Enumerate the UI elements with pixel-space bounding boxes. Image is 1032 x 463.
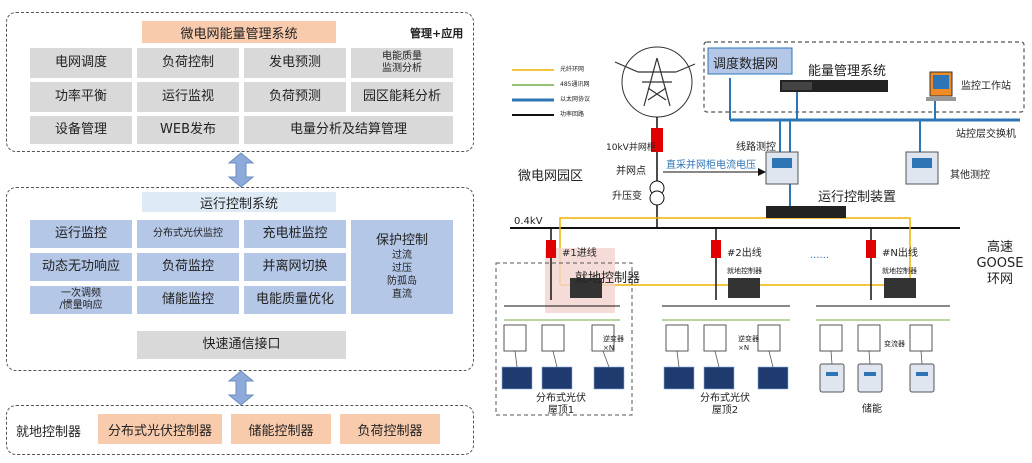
run-control-label: 运行控制装置 — [818, 190, 897, 205]
local-controller-icon — [728, 278, 760, 298]
inverter-label: 逆变器 ×N — [603, 335, 624, 352]
ellipsis-label: ...... — [810, 250, 830, 261]
transmission-tower-icon — [614, 57, 696, 107]
other-measure-icon — [905, 151, 939, 185]
ctrl-cell: 运行监控 — [30, 220, 132, 248]
workstation-label: 监控工作站 — [961, 81, 1011, 92]
park-label: 微电网园区 — [518, 169, 584, 184]
ems-label: 能量管理系统 — [808, 64, 887, 79]
line-measure-label: 线路测控 — [736, 142, 776, 153]
local-layer-frame — [6, 405, 474, 455]
mgmt-cell: 负荷预测 — [244, 82, 346, 112]
local-controller-label: 就地控制器 — [575, 271, 641, 286]
mgmt-cell: 发电预测 — [244, 48, 346, 78]
protection-item: 防孤岛 — [387, 276, 417, 287]
management-layer-frame — [6, 12, 474, 152]
pv-roof-2-label: 分布式光伏 屋顶2 — [700, 393, 750, 416]
protection-control-box: 保护控制 过流 过压 防孤岛 直流 — [351, 220, 453, 314]
double-arrow-icon — [227, 370, 255, 406]
feeder-2 — [711, 228, 760, 300]
converter-label: 变流器 — [884, 340, 905, 348]
double-arrow-icon — [227, 152, 255, 188]
pv-roof-1-label: 分布式光伏 屋顶1 — [536, 393, 586, 416]
local-controller-icon — [570, 278, 602, 298]
protection-title: 保护控制 — [375, 233, 428, 248]
grid-breaker — [651, 128, 663, 152]
solar-panel-icon — [501, 366, 789, 390]
control-system-title: 运行控制系统 — [142, 192, 336, 212]
ctrl-cell: 电能质量优化 — [244, 286, 346, 314]
battery-cabinet-icon — [819, 363, 935, 393]
goose-ring-label: 高速GOOSE 环网 — [976, 240, 1024, 287]
run-control-device-icon — [766, 206, 846, 218]
legend-label: 功率回路 — [560, 111, 585, 118]
mgmt-cell: WEB发布 — [137, 116, 239, 144]
local-controller-icon — [884, 278, 916, 298]
other-measure-label: 其他测控 — [950, 170, 990, 181]
grid-breaker-label: 10kV并网柜 — [606, 143, 656, 153]
dispatch-network-label: 调度数据网 — [713, 57, 779, 72]
local-controller-item: 分布式光伏控制器 — [98, 414, 222, 444]
local-controller-small-label: 就地控制器 — [727, 267, 762, 275]
transformer-label: 升压变 — [612, 191, 642, 202]
local-controller-item: 储能控制器 — [231, 414, 331, 444]
ems-title: 微电网能量管理系统 — [142, 21, 336, 43]
mgmt-cell: 运行监视 — [137, 82, 239, 112]
local-controller-item: 负荷控制器 — [340, 414, 440, 444]
protection-item: 过压 — [392, 263, 412, 274]
mgmt-cell: 功率平衡 — [30, 82, 132, 112]
feeder-label: #2出线 — [727, 248, 762, 259]
switch-label: 站控层交换机 — [956, 129, 1016, 140]
local-controller-small-label: 就地控制器 — [882, 267, 917, 275]
inverter-label: 逆变器 ×N — [738, 335, 759, 352]
storage-label: 储能 — [862, 404, 882, 415]
legend-label: 以太网协议 — [560, 96, 591, 103]
protection-item: 过流 — [392, 250, 412, 261]
ctrl-cell: 负荷监控 — [137, 253, 239, 281]
ctrl-cell: 储能监控 — [137, 286, 239, 314]
feeder-n — [866, 228, 916, 300]
dispatch-box — [707, 47, 793, 75]
bus-voltage-label: 0.4kV — [514, 216, 543, 227]
feeder-1 — [545, 228, 615, 313]
ctrl-cell: 分布式光伏监控 — [137, 220, 239, 248]
feeder-label: #N出线 — [882, 248, 918, 259]
ctrl-cell: 一次调频 /惯量响应 — [30, 286, 132, 314]
top-dashed-frame — [703, 41, 1025, 113]
mgmt-cell: 电能质量 监测分析 — [351, 48, 453, 78]
fast-comm-interface: 快速通信接口 — [137, 331, 346, 359]
legend-label: 485通讯网 — [560, 81, 590, 88]
mgmt-cell: 电网调度 — [30, 48, 132, 78]
pcc-label: 并网点 — [616, 166, 646, 177]
pv1-frame — [495, 262, 633, 416]
mgmt-cell: 设备管理 — [30, 116, 132, 144]
ctrl-cell: 充电桩监控 — [244, 220, 346, 248]
ctrl-cell: 并离网切换 — [244, 253, 346, 281]
legend-label: 光纤环网 — [560, 66, 585, 73]
mgmt-cell: 园区能耗分析 — [351, 82, 453, 112]
mgmt-cell: 负荷控制 — [137, 48, 239, 78]
ctrl-cell: 动态无功响应 — [30, 253, 132, 281]
topology-diagram — [495, 41, 1025, 416]
protection-item: 直流 — [392, 289, 412, 300]
mgmt-cell-wide: 电量分析及结算管理 — [244, 116, 453, 144]
local-controller-title: 就地控制器 — [16, 425, 82, 440]
control-layer-frame — [6, 187, 474, 371]
collect-label: 直采并网柜电流电压 — [666, 160, 756, 171]
feeder-label: #1进线 — [562, 248, 597, 259]
management-corner-label: 管理+应用 — [410, 27, 464, 40]
